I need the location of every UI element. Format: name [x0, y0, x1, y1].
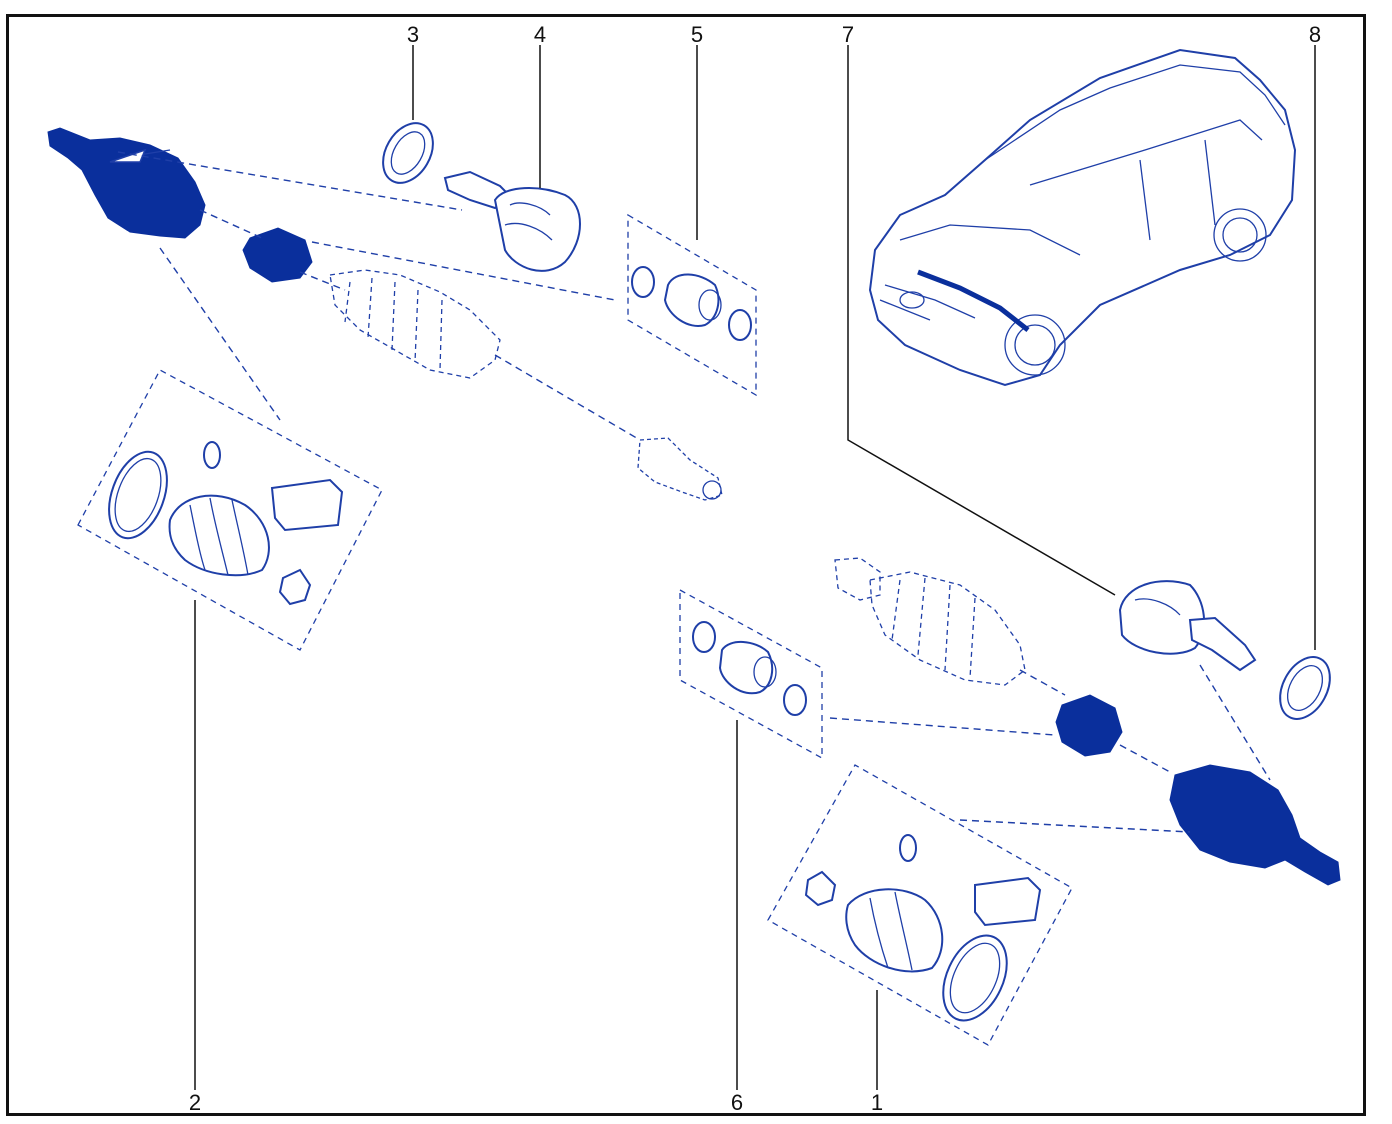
upper-inner-boot — [329, 269, 501, 379]
upper-inner-stub — [637, 437, 723, 501]
callout-1: 1 — [871, 1090, 883, 1115]
lower-small-boot — [1055, 694, 1123, 757]
part-3-seal-ring — [382, 122, 434, 184]
diagram-frame — [6, 14, 1366, 1116]
leader-lines — [194, 45, 1316, 1090]
upper-shaft-assembly — [47, 127, 723, 501]
leader-7 — [847, 45, 1116, 596]
part-4-cv-joint — [443, 170, 581, 272]
part-5-bearing-kit — [627, 213, 757, 397]
callout-2: 2 — [189, 1090, 201, 1115]
lower-shaft-assembly — [829, 557, 1341, 886]
callout-numbers: 3 4 5 7 8 2 6 1 — [189, 22, 1321, 1115]
part-2-boot-kit — [77, 369, 383, 651]
callout-6: 6 — [731, 1090, 743, 1115]
lower-outer-joint-housing — [1169, 764, 1341, 886]
part-7-cv-joint — [1118, 580, 1257, 672]
callout-4: 4 — [534, 22, 546, 47]
part-6-bearing-kit — [679, 588, 823, 760]
upper-outer-joint-housing — [47, 127, 206, 239]
lower-inner-stub — [834, 557, 881, 601]
vehicle-drive-shaft-highlight — [917, 269, 1030, 332]
upper-small-boot — [242, 227, 313, 283]
lower-inner-boot — [869, 571, 1026, 686]
part-8-seal-ring — [1279, 656, 1331, 720]
callout-8: 8 — [1309, 22, 1321, 47]
part-1-boot-kit — [767, 764, 1073, 1046]
vehicle-illustration — [868, 48, 1297, 387]
callout-5: 5 — [691, 22, 703, 47]
callout-7: 7 — [842, 22, 854, 47]
callout-3: 3 — [407, 22, 419, 47]
